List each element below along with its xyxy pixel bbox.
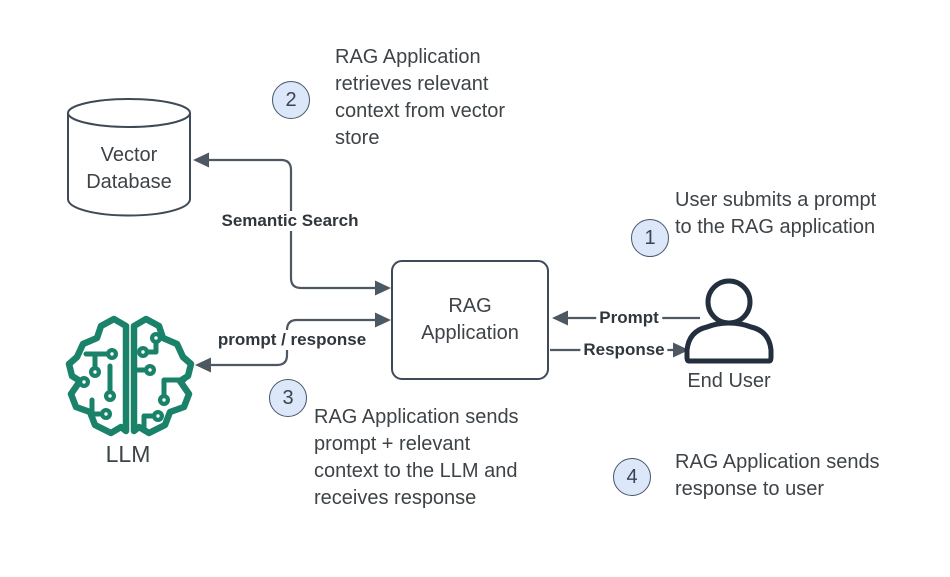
llm-label: LLM bbox=[105, 441, 151, 467]
llm-brain-icon bbox=[65, 315, 195, 437]
step-4-description: RAG Application sends response to user bbox=[675, 451, 880, 500]
step-2-description: RAG Application retrieves relevant conte… bbox=[335, 46, 506, 149]
vector-database-label: Vector Database bbox=[86, 144, 172, 193]
step-3-description: RAG Application sends prompt + relevant … bbox=[314, 406, 519, 509]
step-1-badge: 1 bbox=[631, 219, 669, 257]
end-user-icon bbox=[684, 278, 774, 364]
rag-application-box bbox=[391, 260, 549, 380]
vector-database-cylinder bbox=[67, 98, 191, 217]
step-3-badge: 3 bbox=[269, 379, 307, 417]
step-4-badge: 4 bbox=[613, 458, 651, 496]
step-2-badge: 2 bbox=[272, 81, 310, 119]
rag-application-label: RAG Application bbox=[421, 295, 519, 344]
prompt-response-label: prompt / response bbox=[214, 330, 370, 350]
step-1-description: User submits a prompt to the RAG applica… bbox=[675, 189, 877, 238]
response-label: Response bbox=[580, 340, 668, 360]
end-user-label: End User bbox=[687, 370, 771, 392]
semantic-search-label: Semantic Search bbox=[218, 211, 362, 231]
prompt-label: Prompt bbox=[596, 308, 662, 328]
